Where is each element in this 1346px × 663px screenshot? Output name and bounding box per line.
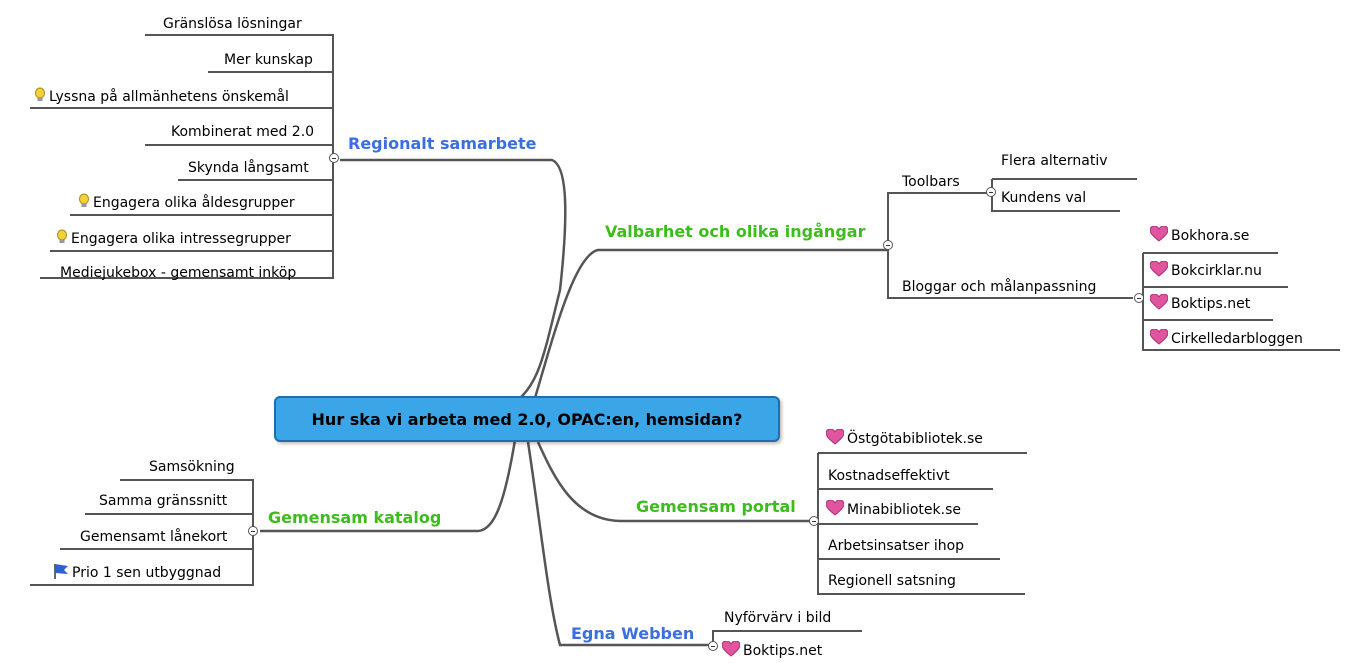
lightbulb-icon: [56, 229, 68, 250]
leaf-engagera-aldesgrupper[interactable]: Engagera olika åldesgrupper: [78, 193, 295, 214]
leaf-bokcirklar[interactable]: Bokcirklar.nu: [1149, 260, 1262, 282]
leaf-label: Bokcirklar.nu: [1171, 263, 1262, 279]
leaf-bokhora[interactable]: Bokhora.se: [1149, 225, 1250, 247]
collapse-toggle-icon[interactable]: [883, 240, 893, 250]
leaf-mer-kunskap[interactable]: Mer kunskap: [224, 52, 313, 68]
collapse-toggle-icon[interactable]: [248, 526, 258, 536]
leaf-regionell-satsning[interactable]: Regionell satsning: [828, 573, 956, 589]
collapse-toggle-icon[interactable]: [708, 641, 718, 651]
leaf-label: Cirkelledarbloggen: [1171, 331, 1303, 347]
leaf-label: Lyssna på allmänhetens önskemål: [49, 89, 289, 105]
collapse-toggle-icon[interactable]: [986, 187, 996, 197]
leaf-boktips-webben[interactable]: Boktips.net: [721, 640, 823, 662]
branch-gemensam-katalog[interactable]: Gemensam katalog: [268, 508, 442, 527]
sub-bloggar[interactable]: Bloggar och målanpassning: [902, 279, 1097, 295]
heart-icon: [1149, 260, 1169, 282]
leaf-kombinerat[interactable]: Kombinerat med 2.0: [171, 124, 315, 140]
leaf-label: Engagera olika åldesgrupper: [93, 195, 295, 211]
leaf-prio-1[interactable]: Prio 1 sen utbyggnad: [53, 563, 221, 584]
heart-icon: [721, 640, 741, 662]
leaf-label: Bokhora.se: [1171, 228, 1250, 244]
leaf-label: Östgötabibliotek.se: [847, 431, 983, 447]
collapse-toggle-icon[interactable]: [809, 516, 819, 526]
leaf-granslosa-losningar[interactable]: Gränslösa lösningar: [163, 16, 302, 32]
leaf-lyssna[interactable]: Lyssna på allmänhetens önskemål: [34, 87, 289, 108]
heart-icon: [1149, 293, 1169, 315]
leaf-engagera-intressegrupper[interactable]: Engagera olika intressegrupper: [56, 229, 291, 250]
leaf-label: Prio 1 sen utbyggnad: [72, 565, 222, 581]
lightbulb-icon: [78, 193, 90, 214]
sub-toolbars[interactable]: Toolbars: [902, 174, 960, 190]
lightbulb-icon: [34, 87, 46, 108]
leaf-cirkelledarbloggen[interactable]: Cirkelledarbloggen: [1149, 328, 1303, 350]
flag-icon: [53, 563, 69, 584]
central-topic[interactable]: Hur ska vi arbeta med 2.0, OPAC:en, hems…: [274, 396, 780, 442]
leaf-gemensamt-lanekort[interactable]: Gemensamt lånekort: [80, 529, 228, 545]
heart-icon: [825, 499, 845, 521]
collapse-toggle-icon[interactable]: [329, 153, 339, 163]
leaf-arbetsinsatser[interactable]: Arbetsinsatser ihop: [828, 538, 965, 554]
leaf-kostnadseffektivt[interactable]: Kostnadseffektivt: [828, 468, 950, 484]
leaf-samma-granssnitt[interactable]: Samma gränssnitt: [99, 493, 228, 509]
branch-valbarhet[interactable]: Valbarhet och olika ingångar: [605, 222, 866, 241]
leaf-label: Boktips.net: [1171, 296, 1251, 312]
leaf-label: Engagera olika intressegrupper: [71, 231, 291, 247]
heart-icon: [1149, 328, 1169, 350]
leaf-label: Boktips.net: [743, 643, 823, 659]
leaf-label: Minabibliotek.se: [847, 502, 961, 518]
heart-icon: [1149, 225, 1169, 247]
collapse-toggle-icon[interactable]: [1134, 293, 1144, 303]
leaf-samsokning[interactable]: Samsökning: [149, 459, 235, 475]
leaf-boktips-blogg[interactable]: Boktips.net: [1149, 293, 1251, 315]
leaf-kundens-val[interactable]: Kundens val: [1001, 190, 1087, 206]
leaf-mediejukebox[interactable]: Mediejukebox - gemensamt inköp: [60, 265, 297, 281]
leaf-flera-alternativ[interactable]: Flera alternativ: [1001, 153, 1108, 169]
branch-egna-webben[interactable]: Egna Webben: [571, 624, 695, 643]
heart-icon: [825, 428, 845, 450]
branch-gemensam-portal[interactable]: Gemensam portal: [636, 497, 796, 516]
leaf-nyforvarv[interactable]: Nyförvärv i bild: [724, 610, 832, 626]
leaf-skynda-langsamt[interactable]: Skynda långsamt: [188, 160, 309, 176]
leaf-ostgotabibliotek[interactable]: Östgötabibliotek.se: [825, 428, 983, 450]
branch-regionalt-samarbete[interactable]: Regionalt samarbete: [348, 134, 537, 153]
leaf-minabibliotek[interactable]: Minabibliotek.se: [825, 499, 961, 521]
